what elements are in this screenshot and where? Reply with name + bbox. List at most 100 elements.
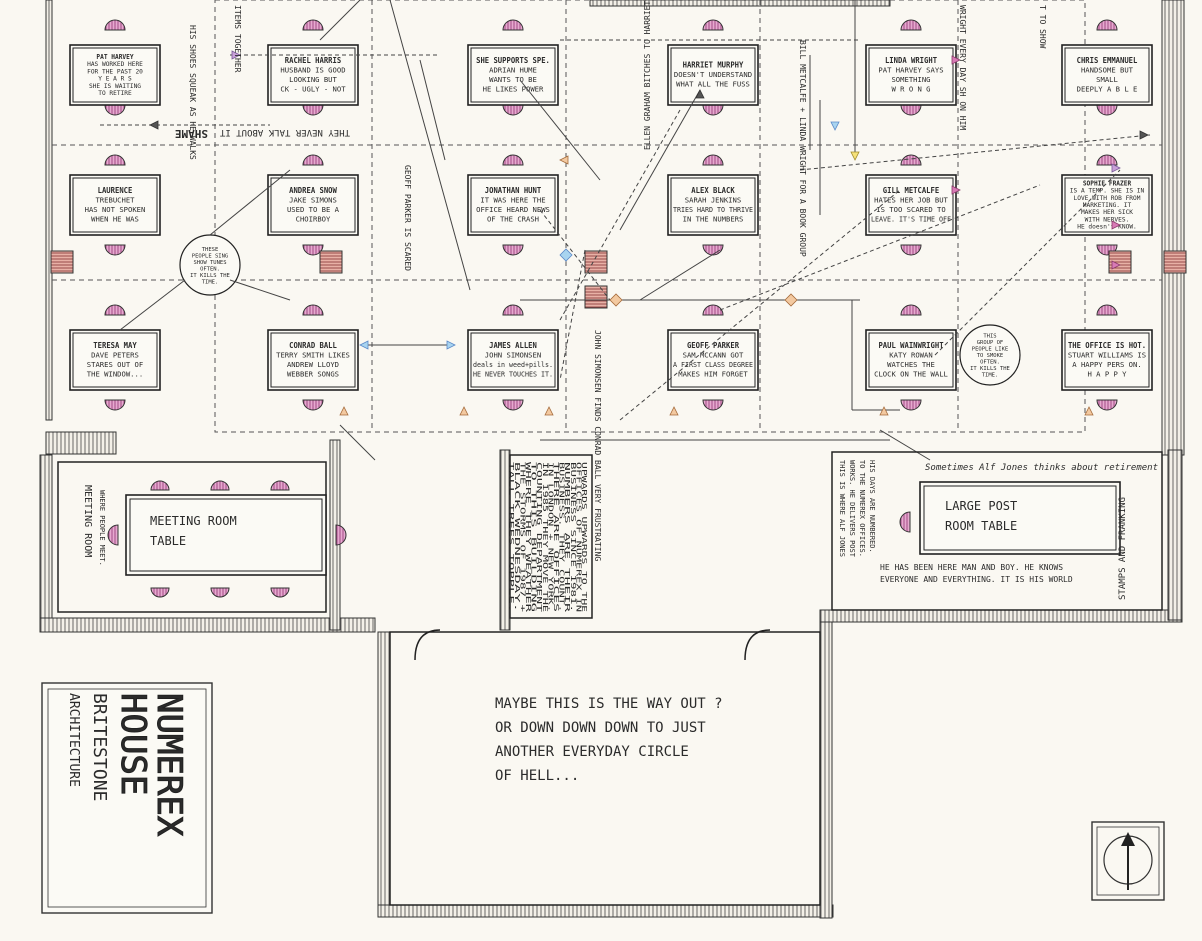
stamps-note: STAMPS AND FRANKING — [1118, 497, 1128, 600]
chair — [302, 154, 324, 166]
circle-line: THIS — [983, 334, 996, 340]
post-table-line1: LARGE POST — [945, 499, 1017, 513]
chair — [150, 480, 170, 491]
meeting-table-line2: TABLE — [150, 534, 186, 548]
post-side-line1: THIS IS WHERE ALF JONES — [838, 460, 846, 557]
desk-line: SOMETHING — [891, 76, 930, 84]
meeting-room-sub: WHERE PEOPLE MEET. — [98, 490, 106, 566]
meeting-room: MEETING ROOM TABLE MEETING ROOM WHERE PE… — [57, 461, 327, 613]
chair — [302, 104, 324, 116]
desk-line: PAUL WAINWRIGHT — [878, 341, 943, 350]
history-line: NUMBERS ARE THEIR — [563, 462, 572, 613]
chair — [104, 104, 126, 116]
dashed-grid — [52, 0, 1162, 433]
desk-line: OFFICE HEARD NEWS — [476, 206, 550, 214]
circle-line: OFTEN. — [200, 266, 220, 272]
desk-line: H A P P Y — [1087, 370, 1127, 378]
desk-line: WATCHES THE — [887, 361, 935, 369]
desk-line: HAS WORKED HERE — [87, 61, 143, 68]
history-line: IN LONDON + NEW YORK. — [546, 462, 555, 612]
desk-line: HE LIKES POWER — [483, 85, 545, 93]
chair — [502, 399, 524, 411]
desk-line: WEBBER SONGS — [287, 370, 339, 378]
history-line: BUSINESS SINCE 1981. — [569, 462, 578, 612]
post-info-line2: EVERYONE AND EVERYTHING. IT IS HIS WORLD — [880, 575, 1073, 584]
desk-line: ANDREW LLOYD — [287, 361, 339, 369]
desk-line: JONATHAN HUNT — [485, 186, 542, 195]
desk-line: WITH NERVES. — [1085, 216, 1130, 223]
chair — [702, 304, 724, 316]
chair — [302, 304, 324, 316]
circle-line: IT KILLS THE — [970, 366, 1010, 372]
desk-line: LAURENCE — [98, 186, 133, 195]
desk-line: USED TO BE A — [287, 206, 340, 214]
chair — [104, 154, 126, 166]
desk-line: RACHEL HARRIS — [285, 56, 342, 65]
shame-note: SHAME — [175, 127, 208, 140]
chair — [702, 19, 724, 31]
title-line2: HOUSE — [113, 693, 153, 795]
desk-line: PAT HARVEY — [96, 53, 134, 61]
shoes-note: HIS SHOES SQUEAK AS HE WALKS — [188, 25, 197, 160]
chair — [302, 19, 324, 31]
simonsen-note: JOHN SIMONSEN FINDS CONRAD BALL VERY FRU… — [593, 330, 602, 561]
way-out-line: MAYBE THIS IS THE WAY OUT ? — [495, 696, 723, 712]
desk-line: MAKES HIM FORGET — [678, 370, 748, 378]
post-side-line3: TO THE NUMEREX OFFICES. — [858, 460, 866, 557]
history-line: IN 1985 THEY MOVE THE — [541, 462, 550, 612]
desk-line: IT WAS HERE THE — [480, 196, 545, 204]
circle-line: THESE — [202, 247, 219, 253]
walls — [39, 0, 1185, 919]
circle-line: PEOPLE SING — [192, 253, 228, 259]
alf-jones-note: Sometimes Alf Jones thinks about retirem… — [925, 463, 1158, 473]
history-line: COUNTING DEPARTMENT — [535, 462, 544, 613]
desk-line: THE OFFICE IS HOT. — [1068, 341, 1146, 350]
desk-line: JAKE SIMONS — [289, 196, 337, 204]
desk-line: JOHN SIMONSEN — [485, 351, 541, 359]
chair — [900, 154, 922, 166]
chair — [1096, 154, 1118, 166]
desk-line: HAS NOT SPOKEN — [85, 206, 146, 214]
desk-line: MAKES HER SICK — [1081, 209, 1133, 216]
chair — [702, 244, 724, 256]
desk-line: PAT HARVEY SAYS — [878, 66, 943, 74]
history-line: THERE ARE OFFICES — [552, 462, 561, 612]
history-line: BLACK WEDNESDAY. — [513, 462, 522, 612]
chairs-layer — [104, 19, 1118, 598]
circle-line: TIME. — [202, 279, 219, 285]
desk-line: LOVE WITH ROB FROM — [1074, 195, 1141, 202]
chair — [502, 154, 524, 166]
wright-note: WRIGHT EVERY DAY SH ON HIM — [958, 5, 967, 130]
chair — [107, 524, 119, 546]
chair — [104, 399, 126, 411]
bill-metcalfe-note: BILL METCALFE + LINDA WRIGHT FOR A BOOK … — [798, 40, 807, 257]
desk-line: KATY ROWAN — [889, 351, 932, 359]
desk-line: HUSBAND IS GOOD — [280, 66, 345, 74]
lower-room: MAYBE THIS IS THE WAY OUT ?OR DOWN DOWN … — [389, 629, 821, 906]
desk-line: SOPHIE FRAZER — [1083, 179, 1132, 187]
chair — [900, 19, 922, 31]
chair — [900, 399, 922, 411]
meeting-table-line1: MEETING ROOM — [150, 514, 237, 528]
history-line: THE STORMS OF 1987 + — [518, 462, 527, 613]
items-together-note: ITEMS TOGETHER — [233, 5, 242, 73]
desk-line: FOR THE PAST 20 — [87, 68, 143, 75]
history-line: OFFICES OF NUMEREX IN — [574, 462, 583, 612]
desk-line: SAM MCCANN GOT — [683, 351, 745, 359]
desk-line: ANDREA SNOW — [289, 186, 337, 195]
title-line3: BRITESTONE — [89, 693, 110, 801]
title-block: NUMEREX HOUSE BRITESTONE ARCHITECTURE — [41, 682, 213, 914]
chair — [150, 587, 170, 598]
desk-line: OF THE CRASH — [487, 215, 539, 223]
